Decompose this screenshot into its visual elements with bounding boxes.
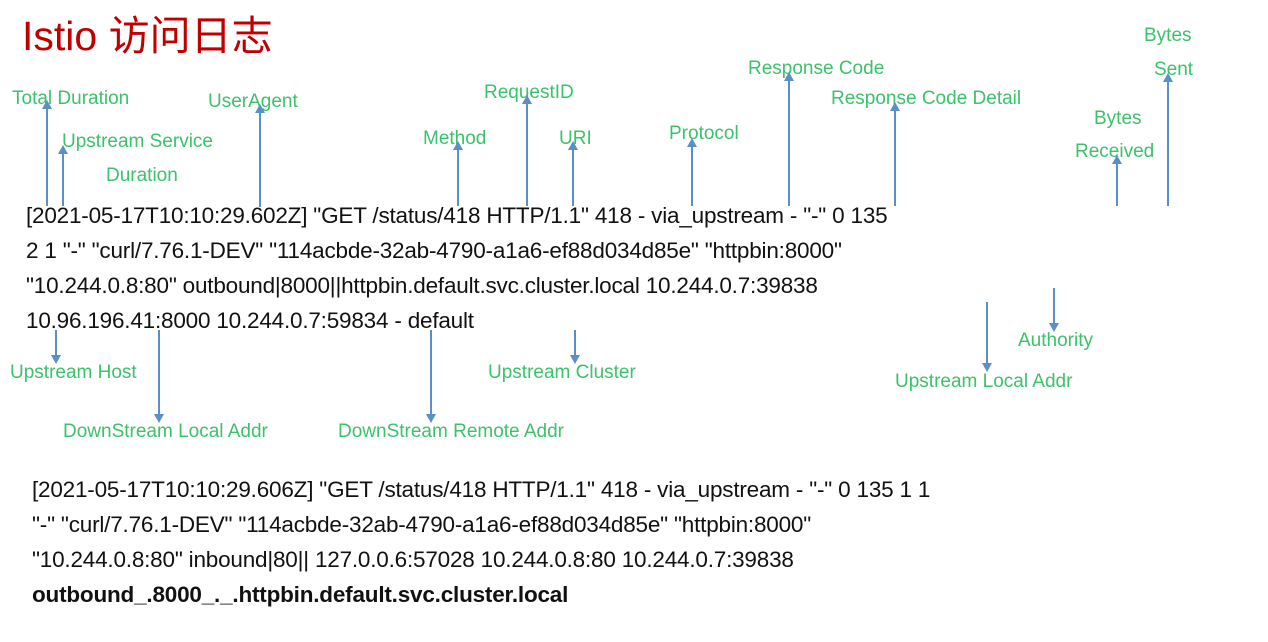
annotation-label: Upstream Host xyxy=(10,362,137,383)
annotation-label: Response Code xyxy=(748,58,885,79)
annotation-label: Bytes xyxy=(1094,108,1142,129)
annotation-arrow-up xyxy=(58,145,68,206)
annotation-arrow-up xyxy=(42,100,52,206)
annotation-label: Protocol xyxy=(669,123,739,144)
annotation-label: Upstream Cluster xyxy=(488,362,636,383)
annotation-label: DownStream Remote Addr xyxy=(338,421,564,442)
annotation-label: Response Code Detail xyxy=(831,88,1022,109)
annotation-arrow-up xyxy=(1163,73,1173,206)
log-line: "-" "curl/7.76.1-DEV" "114acbde-32ab-479… xyxy=(32,512,812,537)
log-block-outbound: [2021-05-17T10:10:29.602Z] "GET /status/… xyxy=(26,198,888,338)
log-line: "10.244.0.8:80" outbound|8000||httpbin.d… xyxy=(26,273,818,298)
annotation-arrow-down xyxy=(426,330,436,423)
log-line: outbound_.8000_._.httpbin.default.svc.cl… xyxy=(32,582,569,607)
log-line: 2 1 "-" "curl/7.76.1-DEV" "114acbde-32ab… xyxy=(26,238,842,263)
annotation-label: Sent xyxy=(1154,59,1194,80)
annotation-label: Total Duration xyxy=(12,88,130,109)
annotation-arrow-down xyxy=(154,330,164,423)
annotation-arrow-up xyxy=(784,72,794,206)
annotation-label: Upstream Service xyxy=(62,131,213,152)
annotation-arrow-up xyxy=(522,95,532,206)
log-line: "10.244.0.8:80" inbound|80|| 127.0.0.6:5… xyxy=(32,547,794,572)
annotation-arrow-up xyxy=(1112,155,1122,206)
annotation-arrow-up xyxy=(255,104,265,207)
annotation-arrow-up xyxy=(568,141,578,206)
annotation-arrow-down xyxy=(51,330,61,364)
annotation-label: UserAgent xyxy=(208,91,298,112)
annotation-label: Method xyxy=(423,128,487,149)
annotation-label: RequestID xyxy=(484,82,574,103)
annotation-label: Duration xyxy=(106,165,178,186)
log-line: [2021-05-17T10:10:29.606Z] "GET /status/… xyxy=(32,477,931,502)
log-line: 10.96.196.41:8000 10.244.0.7:59834 - def… xyxy=(26,308,474,333)
annotation-label: Bytes xyxy=(1144,25,1192,46)
annotation-label: Received xyxy=(1075,141,1155,162)
annotation-label: Upstream Local Addr xyxy=(895,371,1073,392)
log-line: [2021-05-17T10:10:29.602Z] "GET /status/… xyxy=(26,203,888,228)
annotation-arrow-up xyxy=(687,138,697,206)
annotation-arrow-down xyxy=(1049,288,1059,332)
log-block-inbound: [2021-05-17T10:10:29.606Z] "GET /status/… xyxy=(32,472,930,612)
annotation-label: DownStream Local Addr xyxy=(63,421,268,442)
annotation-arrow-up xyxy=(453,141,463,206)
annotation-arrow-down xyxy=(570,330,580,364)
annotation-label: URI xyxy=(559,128,592,149)
annotation-label: Authority xyxy=(1018,330,1093,351)
annotation-arrow-up xyxy=(890,102,900,206)
annotation-arrow-down xyxy=(982,302,992,372)
page-title: Istio 访问日志 xyxy=(22,13,273,59)
